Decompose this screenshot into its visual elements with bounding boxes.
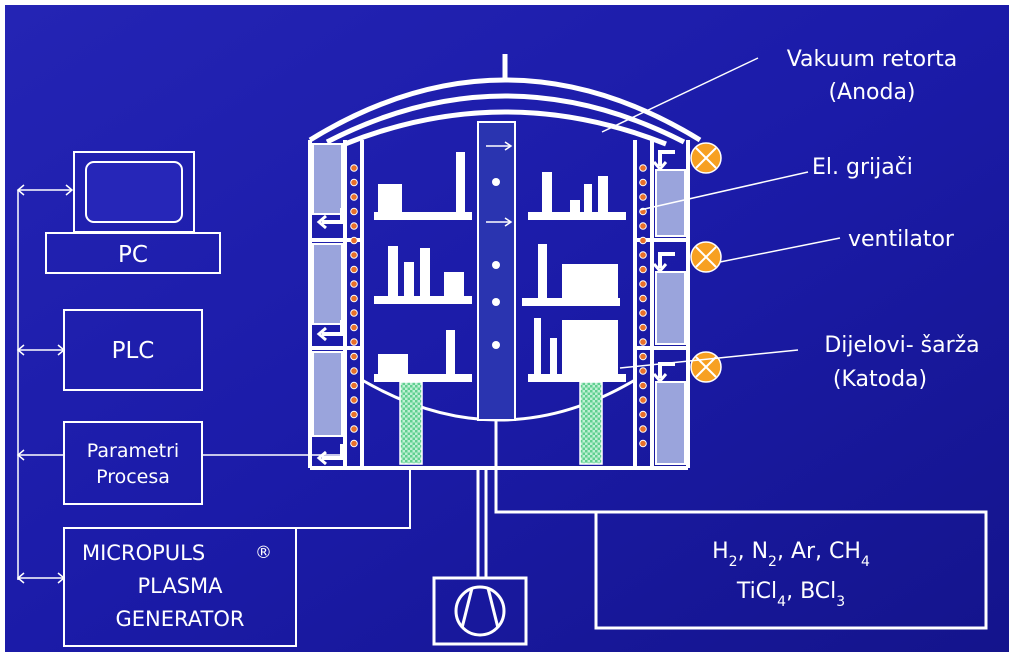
retort-roof xyxy=(308,54,702,147)
heater-dot xyxy=(350,265,358,274)
process-parameters-box xyxy=(63,421,203,505)
vacuum-retort-label: Vakuum retorta xyxy=(787,47,958,72)
heater-dot xyxy=(639,396,647,404)
workpieces-right xyxy=(522,172,626,382)
plc-label: PLC xyxy=(112,338,155,364)
pc-computer-icon xyxy=(45,151,221,274)
heater-dot xyxy=(639,425,647,433)
central-electrode xyxy=(477,121,516,421)
workpieces-label: Dijelovi- šarža xyxy=(824,333,979,358)
process-gases-box xyxy=(594,510,988,630)
heater-dot xyxy=(639,352,647,361)
heater-dot xyxy=(639,178,647,187)
registered-mark: ® xyxy=(255,543,272,563)
plasma-generator-line1: MICROPULS xyxy=(82,541,205,565)
workpieces-left xyxy=(374,152,472,382)
heater-dot xyxy=(639,309,647,317)
process-gases-line2: TiCl4, BCl3 xyxy=(736,579,845,610)
heater-dot xyxy=(350,338,358,346)
heater-dot xyxy=(350,425,358,433)
heater-dot xyxy=(350,193,358,201)
heater-dot xyxy=(350,381,358,390)
vacuum-pump-icon xyxy=(432,576,528,646)
left-outer-wall xyxy=(308,140,364,468)
heater-dot xyxy=(350,222,358,230)
workpieces-sublabel: (Katoda) xyxy=(833,367,927,392)
fan-icon xyxy=(690,351,722,383)
plasma-generator-line3: GENERATOR xyxy=(116,607,245,631)
connection-lines xyxy=(16,57,841,584)
plc-box xyxy=(63,309,203,391)
heater-dot xyxy=(350,207,358,216)
heater-dot xyxy=(350,280,358,288)
heater-dot xyxy=(350,323,358,332)
heater-dot xyxy=(639,294,647,303)
heater-dot xyxy=(639,439,647,448)
heater-elements-right xyxy=(639,164,647,448)
heater-dot xyxy=(639,381,647,390)
vacuum-retort-sublabel: (Anoda) xyxy=(828,80,915,105)
process-parameters-line1: Parametri xyxy=(87,440,179,462)
process-gases-line1: H2, N2, Ar, CH4 xyxy=(712,539,870,570)
heater-dot xyxy=(350,164,358,172)
heater-dot xyxy=(639,164,647,172)
heater-dot xyxy=(639,323,647,332)
heater-dot xyxy=(350,410,358,419)
heater-dot xyxy=(639,251,647,259)
heater-dot xyxy=(639,265,647,274)
heater-elements-left xyxy=(350,164,358,448)
heater-dot xyxy=(639,338,647,346)
heater-dot xyxy=(350,309,358,317)
cathode-support-right xyxy=(579,381,603,465)
heater-dot xyxy=(639,193,647,201)
heater-dot xyxy=(350,236,358,245)
heater-dot xyxy=(639,222,647,230)
heaters-label: El. grijači xyxy=(812,155,913,180)
heater-dot xyxy=(350,251,358,259)
fan-icon xyxy=(690,241,722,273)
flow-arrows-left xyxy=(316,208,344,466)
cathode-support-left xyxy=(399,381,423,465)
heater-dot xyxy=(639,236,647,245)
process-parameters-line2: Procesa xyxy=(96,466,170,488)
heater-dot xyxy=(350,178,358,187)
heater-dot xyxy=(350,396,358,404)
heater-dot xyxy=(350,439,358,448)
plasma-generator-line2: PLASMA xyxy=(137,574,223,598)
fan-label: ventilator xyxy=(848,227,955,252)
pc-label: PC xyxy=(118,242,148,268)
heater-dot xyxy=(639,280,647,288)
heater-dot xyxy=(350,294,358,303)
heater-dot xyxy=(350,352,358,361)
heater-dot xyxy=(639,367,647,375)
heater-dot xyxy=(350,367,358,375)
plasma-generator-box xyxy=(63,527,297,647)
right-outer-wall xyxy=(633,140,690,468)
fan-icon xyxy=(690,142,722,174)
heater-dot xyxy=(639,410,647,419)
